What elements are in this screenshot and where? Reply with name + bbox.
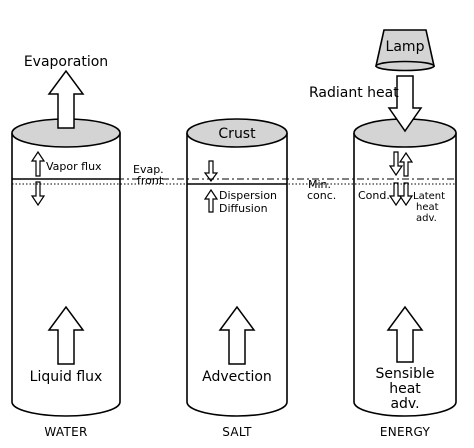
min-conc-label-2: conc.	[307, 189, 336, 202]
energy-down-arrow-upper	[388, 151, 404, 177]
evap-front-label-1: Evap.	[133, 163, 164, 176]
latent-label-1: Latent	[413, 191, 445, 202]
energy-column-label: ENERGY	[380, 425, 431, 439]
latent-label-2: heat	[416, 202, 439, 213]
sensible-heat-arrow	[386, 305, 424, 363]
dispersion-label: Dispersion	[219, 189, 277, 202]
radiant-heat-label: Radiant heat	[309, 85, 399, 101]
advection-label: Advection	[202, 369, 272, 385]
energy-cylinder-body	[353, 133, 457, 417]
advection-arrow	[218, 305, 256, 365]
radiant-heat-arrow	[387, 75, 423, 133]
evaporation-arrow	[47, 69, 85, 129]
water-column-label: WATER	[44, 425, 87, 439]
sensible-label-3: adv.	[390, 396, 419, 412]
lamp-rim	[375, 60, 435, 72]
latent-label-3: adv.	[416, 213, 437, 224]
vapor-flux-arrow	[30, 150, 46, 177]
vapor-flux-label: Vapor flux	[46, 160, 102, 173]
lamp-label: Lamp	[386, 39, 425, 55]
evap-front-label-2: front	[137, 174, 164, 187]
cond-label: Cond.	[358, 189, 390, 202]
dispersion-diffusion-arrow	[203, 188, 219, 213]
liquid-flux-label: Liquid flux	[30, 369, 103, 385]
energy-up-arrow-upper	[398, 151, 414, 177]
latent-down-arrow	[398, 182, 414, 207]
sensible-label-2: heat	[389, 381, 421, 397]
salt-column-label: SALT	[222, 425, 252, 439]
salt-cylinder-top	[186, 118, 288, 148]
evaporation-label: Evaporation	[24, 54, 108, 70]
liquid-flux-arrow	[47, 305, 85, 365]
crust-label: Crust	[218, 126, 256, 142]
salt-down-arrow	[203, 160, 219, 182]
min-conc-label-1: Min.	[308, 178, 331, 191]
sensible-label-1: Sensible	[376, 366, 435, 382]
cond-down-arrow	[388, 182, 404, 207]
diffusion-label: Diffusion	[219, 202, 268, 215]
